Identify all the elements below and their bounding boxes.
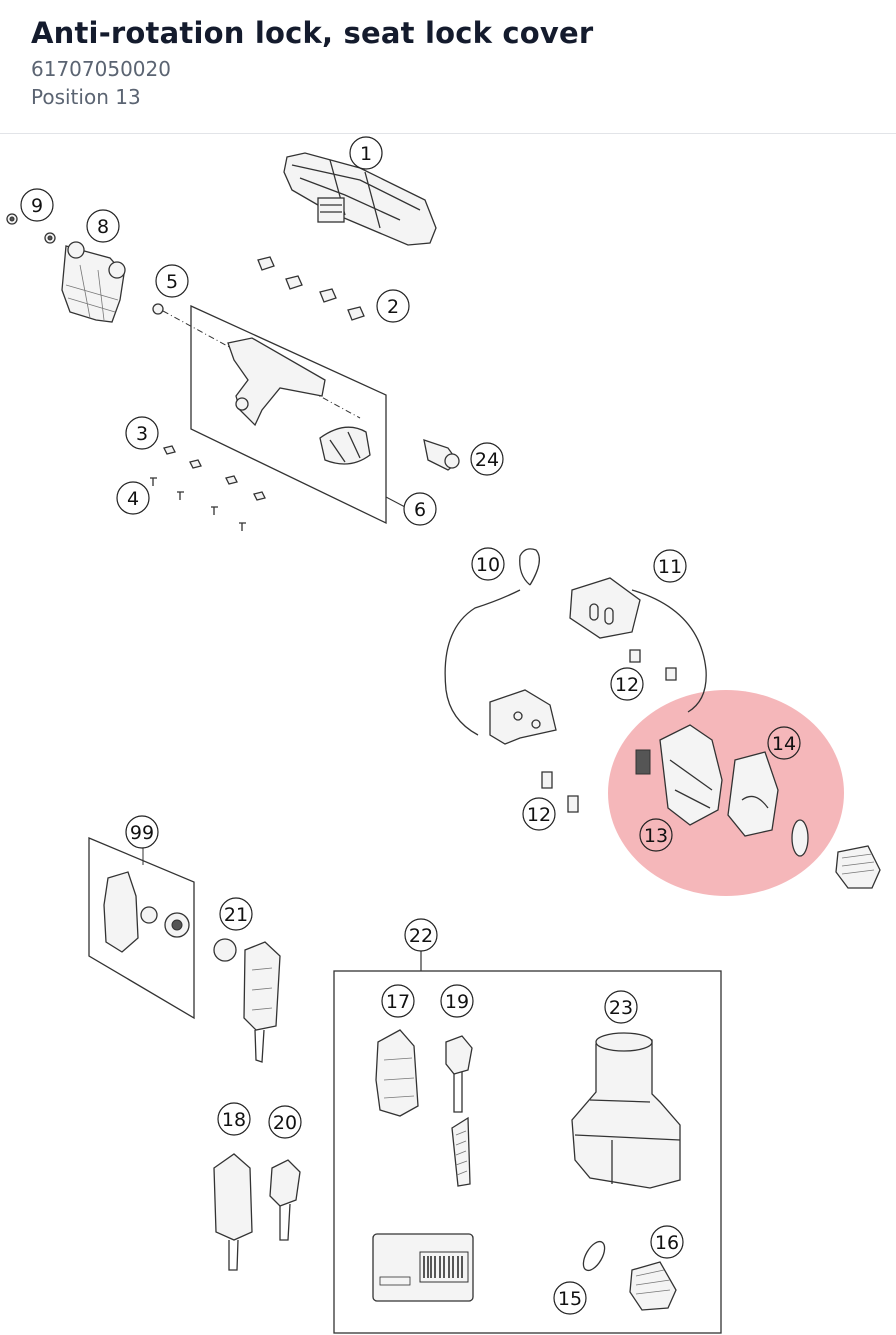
callout-11[interactable]: 11	[653, 549, 687, 583]
svg-text:1: 1	[360, 143, 372, 165]
svg-text:6: 6	[414, 499, 426, 521]
callout-12b[interactable]: 12	[522, 797, 556, 831]
callout-4[interactable]: 4	[116, 481, 150, 515]
position-label: Position 13	[31, 85, 141, 109]
callout-18[interactable]: 18	[217, 1102, 251, 1136]
svg-text:17: 17	[386, 991, 410, 1013]
callout-13[interactable]: 13	[639, 818, 673, 852]
svg-text:9: 9	[31, 195, 43, 217]
part-5-drawing	[152, 303, 361, 419]
page-title: Anti-rotation lock, seat lock cover	[31, 16, 594, 50]
svg-text:11: 11	[658, 556, 682, 578]
part-23-drawing	[571, 1032, 681, 1189]
svg-text:8: 8	[97, 216, 109, 238]
part-13-drawing	[635, 724, 723, 826]
part-6-drawing	[190, 304, 387, 525]
svg-text:12: 12	[615, 674, 639, 696]
callout-2[interactable]: 2	[376, 289, 410, 323]
callout-23[interactable]: 23	[604, 990, 638, 1024]
svg-text:14: 14	[772, 733, 796, 755]
callout-24[interactable]: 24	[470, 442, 504, 476]
callout-19[interactable]: 19	[440, 984, 474, 1018]
callout-14[interactable]: 14	[767, 726, 801, 760]
svg-text:21: 21	[224, 904, 248, 926]
svg-text:19: 19	[445, 991, 469, 1013]
svg-text:99: 99	[130, 822, 154, 844]
callout-5[interactable]: 5	[155, 264, 189, 298]
callout-16[interactable]: 16	[650, 1225, 684, 1259]
part-11-drawing	[569, 577, 707, 713]
svg-text:3: 3	[136, 423, 148, 445]
svg-text:22: 22	[409, 925, 433, 947]
exploded-parts-diagram: 1 2 3 4 5 6 8 9 10 11 12 12	[6, 136, 881, 1334]
svg-text:20: 20	[273, 1112, 297, 1134]
svg-text:24: 24	[475, 449, 499, 471]
part-24-drawing	[423, 439, 460, 471]
callout-20[interactable]: 20	[268, 1105, 302, 1139]
part-18-drawing	[213, 1153, 253, 1271]
callout-12a[interactable]: 12	[610, 667, 644, 701]
part-9-drawing	[6, 213, 56, 244]
svg-text:18: 18	[222, 1109, 246, 1131]
callout-9[interactable]: 9	[20, 188, 54, 222]
svg-text:16: 16	[655, 1232, 679, 1254]
svg-text:4: 4	[127, 488, 139, 510]
svg-text:13: 13	[644, 825, 668, 847]
callout-99[interactable]: 99	[125, 815, 159, 849]
part-14-drawing	[727, 751, 779, 837]
callout-6[interactable]: 6	[403, 492, 437, 526]
part-19-drawing	[445, 1035, 473, 1187]
part-20-drawing	[269, 1159, 301, 1241]
part-10-drawing	[444, 548, 557, 745]
callout-1[interactable]: 1	[349, 136, 383, 170]
part-99-drawing	[88, 837, 195, 1020]
part-21-drawing	[213, 938, 281, 1063]
code-card-drawing	[372, 1233, 474, 1302]
svg-text:12: 12	[527, 804, 551, 826]
lock-cylinder-drawing	[791, 819, 881, 889]
page-header: Anti-rotation lock, seat lock cover 6170…	[0, 0, 896, 134]
svg-text:15: 15	[558, 1288, 582, 1310]
callout-10[interactable]: 10	[471, 547, 505, 581]
svg-text:5: 5	[166, 271, 178, 293]
svg-text:23: 23	[609, 997, 633, 1019]
callout-17[interactable]: 17	[381, 984, 415, 1018]
part-17-drawing	[375, 1029, 419, 1117]
callout-8[interactable]: 8	[86, 209, 120, 243]
callout-22[interactable]: 22	[404, 918, 438, 952]
part-3-drawing	[163, 445, 266, 501]
part-number: 61707050020	[31, 57, 171, 81]
svg-text:10: 10	[476, 554, 500, 576]
svg-text:2: 2	[387, 296, 399, 318]
callout-15[interactable]: 15	[553, 1281, 587, 1315]
callout-21[interactable]: 21	[219, 897, 253, 931]
part-4-drawing	[150, 477, 246, 531]
part-16-drawing	[629, 1261, 677, 1311]
part-15-drawing	[582, 1240, 606, 1272]
leader-lines	[142, 496, 406, 865]
part-12-drawing	[541, 649, 677, 813]
part-22-drawing	[333, 950, 722, 1334]
part-2-drawing	[257, 256, 365, 321]
callout-3[interactable]: 3	[125, 416, 159, 450]
part-1-drawing	[283, 152, 437, 246]
highlight-position-13[interactable]	[608, 690, 844, 896]
part-8-drawing	[61, 241, 126, 323]
